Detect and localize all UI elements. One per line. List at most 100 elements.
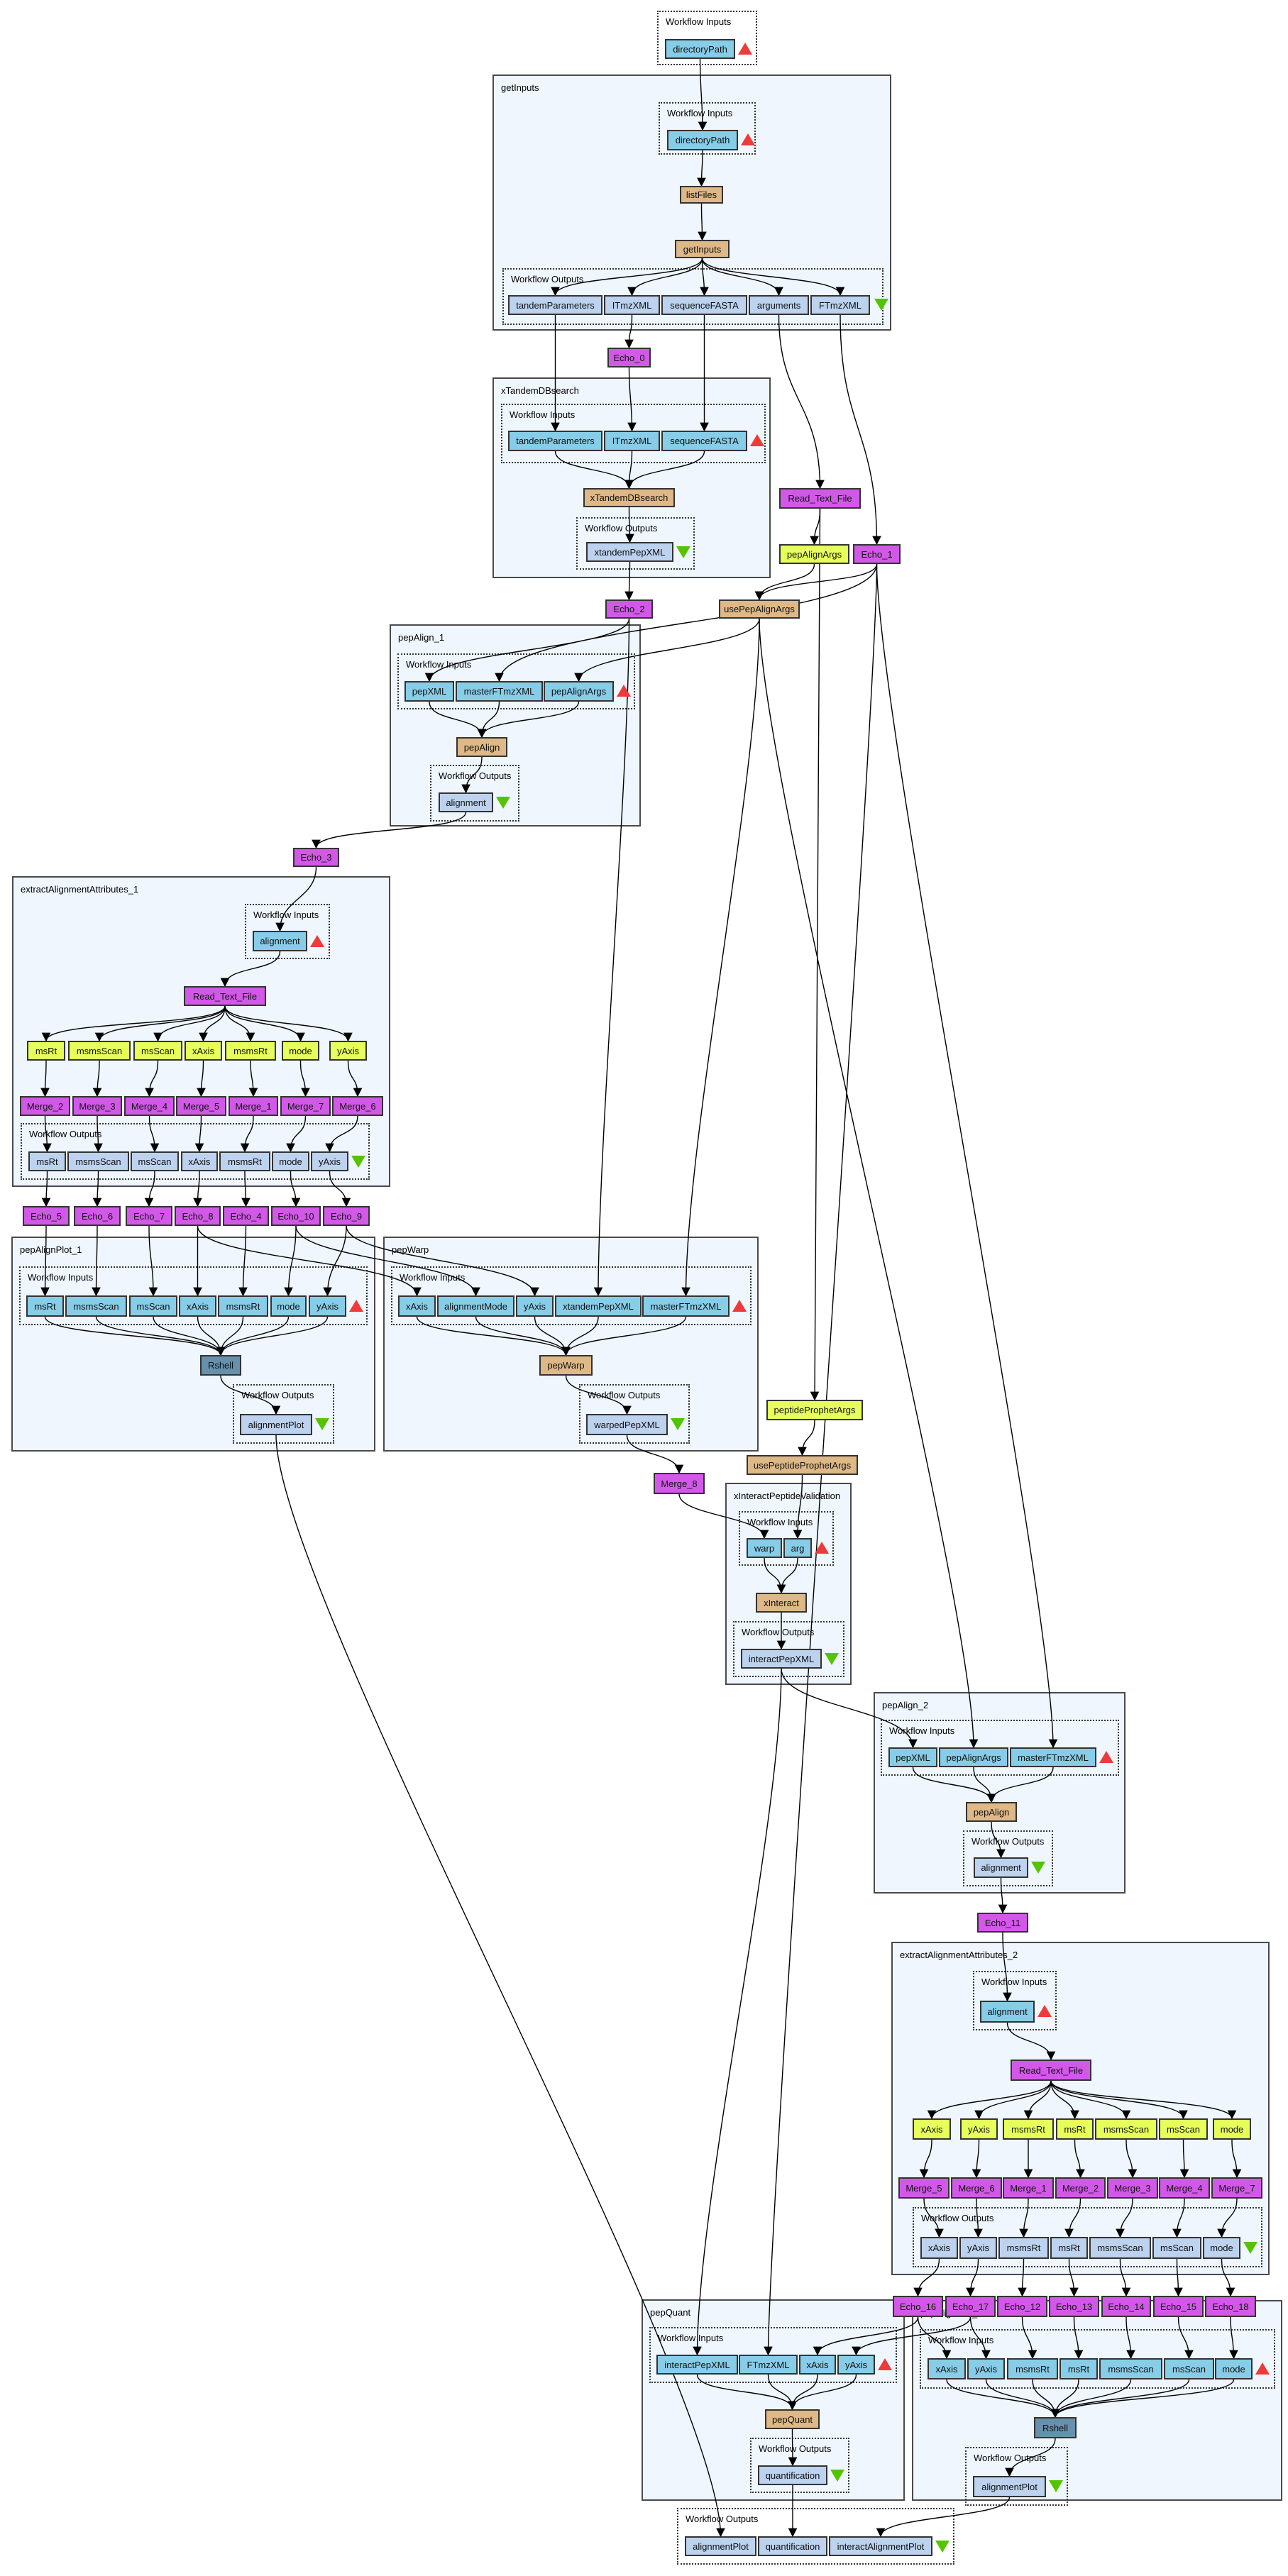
output-port-warped-pep-xml[interactable]: warpedPepXML xyxy=(586,1414,668,1435)
input-port-x-axis[interactable]: xAxis xyxy=(179,1295,216,1317)
input-port-alignment-mode[interactable]: alignmentMode xyxy=(437,1295,514,1317)
local-worker-read-text-file[interactable]: Read_Text_File xyxy=(184,986,266,1006)
input-port-ms-rt[interactable]: msRt xyxy=(26,1295,64,1317)
input-port-warp[interactable]: warp xyxy=(747,1538,782,1558)
constant-mode[interactable]: mode xyxy=(1213,2118,1251,2140)
input-port-alignment[interactable]: alignment xyxy=(980,2001,1035,2023)
local-worker-read-text-file[interactable]: Read_Text_File xyxy=(1011,2060,1091,2081)
local-worker-echo-16[interactable]: Echo_16 xyxy=(893,2296,943,2317)
local-worker-merge-1[interactable]: Merge_1 xyxy=(229,1096,278,1116)
constant-x-axis[interactable]: xAxis xyxy=(185,1041,222,1061)
constant-ms-rt[interactable]: msRt xyxy=(1056,2118,1094,2140)
output-port-tandem-parameters[interactable]: tandemParameters xyxy=(508,295,602,315)
processor-get-inputs[interactable]: getInputs xyxy=(675,240,730,258)
output-port-msms-scan[interactable]: msmsScan xyxy=(67,1151,129,1171)
input-port-master-ftmz-xml[interactable]: masterFTmzXML xyxy=(1010,1747,1096,1767)
local-worker-echo-13[interactable]: Echo_13 xyxy=(1049,2296,1099,2317)
constant-msms-rt[interactable]: msmsRt xyxy=(1003,2118,1054,2140)
local-worker-echo-1[interactable]: Echo_1 xyxy=(853,544,901,564)
local-worker-echo-6[interactable]: Echo_6 xyxy=(74,1206,121,1226)
output-port-xtandem-pep-xml[interactable]: xtandemPepXML xyxy=(586,542,673,562)
local-worker-merge-3[interactable]: Merge_3 xyxy=(72,1096,122,1116)
output-port-msms-rt[interactable]: msmsRt xyxy=(219,1151,270,1171)
input-port-pep-align-args[interactable]: pepAlignArgs xyxy=(939,1747,1008,1767)
output-port-ftmz-xml[interactable]: FTmzXML xyxy=(810,295,870,315)
input-port-msms-scan[interactable]: msmsScan xyxy=(65,1295,127,1317)
output-port-msms-scan[interactable]: msmsScan xyxy=(1089,2237,1151,2259)
output-port-alignment-plot[interactable]: alignmentPlot xyxy=(685,2536,756,2556)
local-worker-echo-14[interactable]: Echo_14 xyxy=(1101,2296,1151,2317)
rshell-rshell[interactable]: Rshell xyxy=(200,1355,241,1376)
output-port-quantification[interactable]: quantification xyxy=(758,2536,827,2556)
input-port-arg[interactable]: arg xyxy=(783,1538,812,1558)
output-port-interact-pep-xml[interactable]: interactPepXML xyxy=(741,1649,822,1669)
output-port-y-axis[interactable]: yAxis xyxy=(959,2237,997,2259)
constant-msms-scan[interactable]: msmsScan xyxy=(1095,2118,1157,2140)
constant-msms-rt[interactable]: msmsRt xyxy=(225,1041,276,1061)
local-worker-merge-3[interactable]: Merge_3 xyxy=(1107,2177,1158,2199)
constant-msms-scan[interactable]: msmsScan xyxy=(68,1041,131,1061)
local-worker-echo-7[interactable]: Echo_7 xyxy=(126,1206,172,1226)
input-port-pep-align-args[interactable]: pepAlignArgs xyxy=(544,681,614,702)
constant-x-axis[interactable]: xAxis xyxy=(913,2118,951,2140)
output-port-x-axis[interactable]: xAxis xyxy=(181,1151,218,1171)
local-worker-echo-9[interactable]: Echo_9 xyxy=(323,1206,370,1226)
local-worker-echo-15[interactable]: Echo_15 xyxy=(1153,2296,1204,2317)
output-port-ms-scan[interactable]: msScan xyxy=(1152,2237,1201,2259)
constant-mode[interactable]: mode xyxy=(282,1041,319,1061)
constant-ms-rt[interactable]: msRt xyxy=(27,1041,65,1061)
input-port-ms-scan[interactable]: msScan xyxy=(129,1295,177,1317)
input-port-tandem-parameters[interactable]: tandemParameters xyxy=(508,431,602,451)
local-worker-echo-12[interactable]: Echo_12 xyxy=(997,2296,1047,2317)
local-worker-merge-5[interactable]: Merge_5 xyxy=(176,1096,226,1116)
input-port-y-axis[interactable]: yAxis xyxy=(967,2358,1005,2379)
local-worker-echo-0[interactable]: Echo_0 xyxy=(607,348,651,367)
output-port-x-axis[interactable]: xAxis xyxy=(920,2237,958,2259)
output-port-alignment-plot[interactable]: alignmentPlot xyxy=(973,2476,1046,2497)
output-port-sequence-fasta[interactable]: sequenceFASTA xyxy=(661,295,747,315)
local-worker-merge-7[interactable]: Merge_7 xyxy=(1211,2177,1262,2199)
output-port-alignment-plot[interactable]: alignmentPlot xyxy=(240,1414,312,1435)
output-port-mode[interactable]: mode xyxy=(1203,2237,1240,2259)
processor-pep-quant[interactable]: pepQuant xyxy=(765,2409,820,2429)
local-worker-echo-17[interactable]: Echo_17 xyxy=(945,2296,996,2317)
input-port-x-axis[interactable]: xAxis xyxy=(799,2355,836,2375)
input-port-pep-xml[interactable]: pepXML xyxy=(404,681,454,702)
constant-ms-scan[interactable]: msScan xyxy=(1159,2118,1208,2140)
input-port-itmz-xml[interactable]: ITmzXML xyxy=(604,431,660,451)
local-worker-merge-4[interactable]: Merge_4 xyxy=(124,1096,175,1116)
input-port-x-axis[interactable]: xAxis xyxy=(398,1295,436,1317)
local-worker-merge-1[interactable]: Merge_1 xyxy=(1003,2177,1054,2199)
local-worker-echo-10[interactable]: Echo_10 xyxy=(271,1206,321,1226)
local-worker-merge-6[interactable]: Merge_6 xyxy=(951,2177,1002,2199)
local-worker-echo-3[interactable]: Echo_3 xyxy=(293,848,339,867)
input-port-msms-scan[interactable]: msmsScan xyxy=(1099,2358,1162,2379)
local-worker-merge-2[interactable]: Merge_2 xyxy=(20,1096,70,1116)
local-worker-merge-2[interactable]: Merge_2 xyxy=(1055,2177,1106,2199)
local-worker-merge-7[interactable]: Merge_7 xyxy=(280,1096,331,1116)
local-worker-echo-4[interactable]: Echo_4 xyxy=(223,1206,269,1226)
output-port-interact-alignment-plot[interactable]: interactAlignmentPlot xyxy=(829,2536,932,2556)
constant-pep-align-args[interactable]: pepAlignArgs xyxy=(779,544,849,564)
output-port-itmz-xml[interactable]: ITmzXML xyxy=(604,295,660,315)
input-port-ms-rt[interactable]: msRt xyxy=(1059,2358,1098,2379)
input-port-mode[interactable]: mode xyxy=(1215,2358,1253,2379)
input-port-directory-path[interactable]: directoryPath xyxy=(665,39,735,59)
local-worker-merge-8[interactable]: Merge_8 xyxy=(654,1473,705,1494)
input-port-msms-rt[interactable]: msmsRt xyxy=(1007,2358,1058,2379)
input-port-master-ftmz-xml[interactable]: masterFTmzXML xyxy=(642,1295,730,1317)
local-worker-merge-5[interactable]: Merge_5 xyxy=(898,2177,950,2199)
local-worker-echo-8[interactable]: Echo_8 xyxy=(175,1206,221,1226)
local-worker-merge-6[interactable]: Merge_6 xyxy=(332,1096,383,1116)
processor-x-tandem-dbsearch[interactable]: xTandemDBsearch xyxy=(583,488,675,507)
output-port-ms-rt[interactable]: msRt xyxy=(28,1151,66,1171)
processor-pep-align[interactable]: pepAlign xyxy=(966,1802,1017,1822)
input-port-master-ftmz-xml[interactable]: masterFTmzXML xyxy=(456,681,543,702)
input-port-alignment[interactable]: alignment xyxy=(253,931,307,951)
local-worker-echo-2[interactable]: Echo_2 xyxy=(605,599,653,619)
local-worker-echo-18[interactable]: Echo_18 xyxy=(1205,2296,1256,2317)
constant-y-axis[interactable]: yAxis xyxy=(329,1041,367,1061)
local-worker-echo-11[interactable]: Echo_11 xyxy=(977,1913,1028,1933)
input-port-mode[interactable]: mode xyxy=(270,1295,307,1317)
output-port-ms-rt[interactable]: msRt xyxy=(1050,2237,1088,2259)
